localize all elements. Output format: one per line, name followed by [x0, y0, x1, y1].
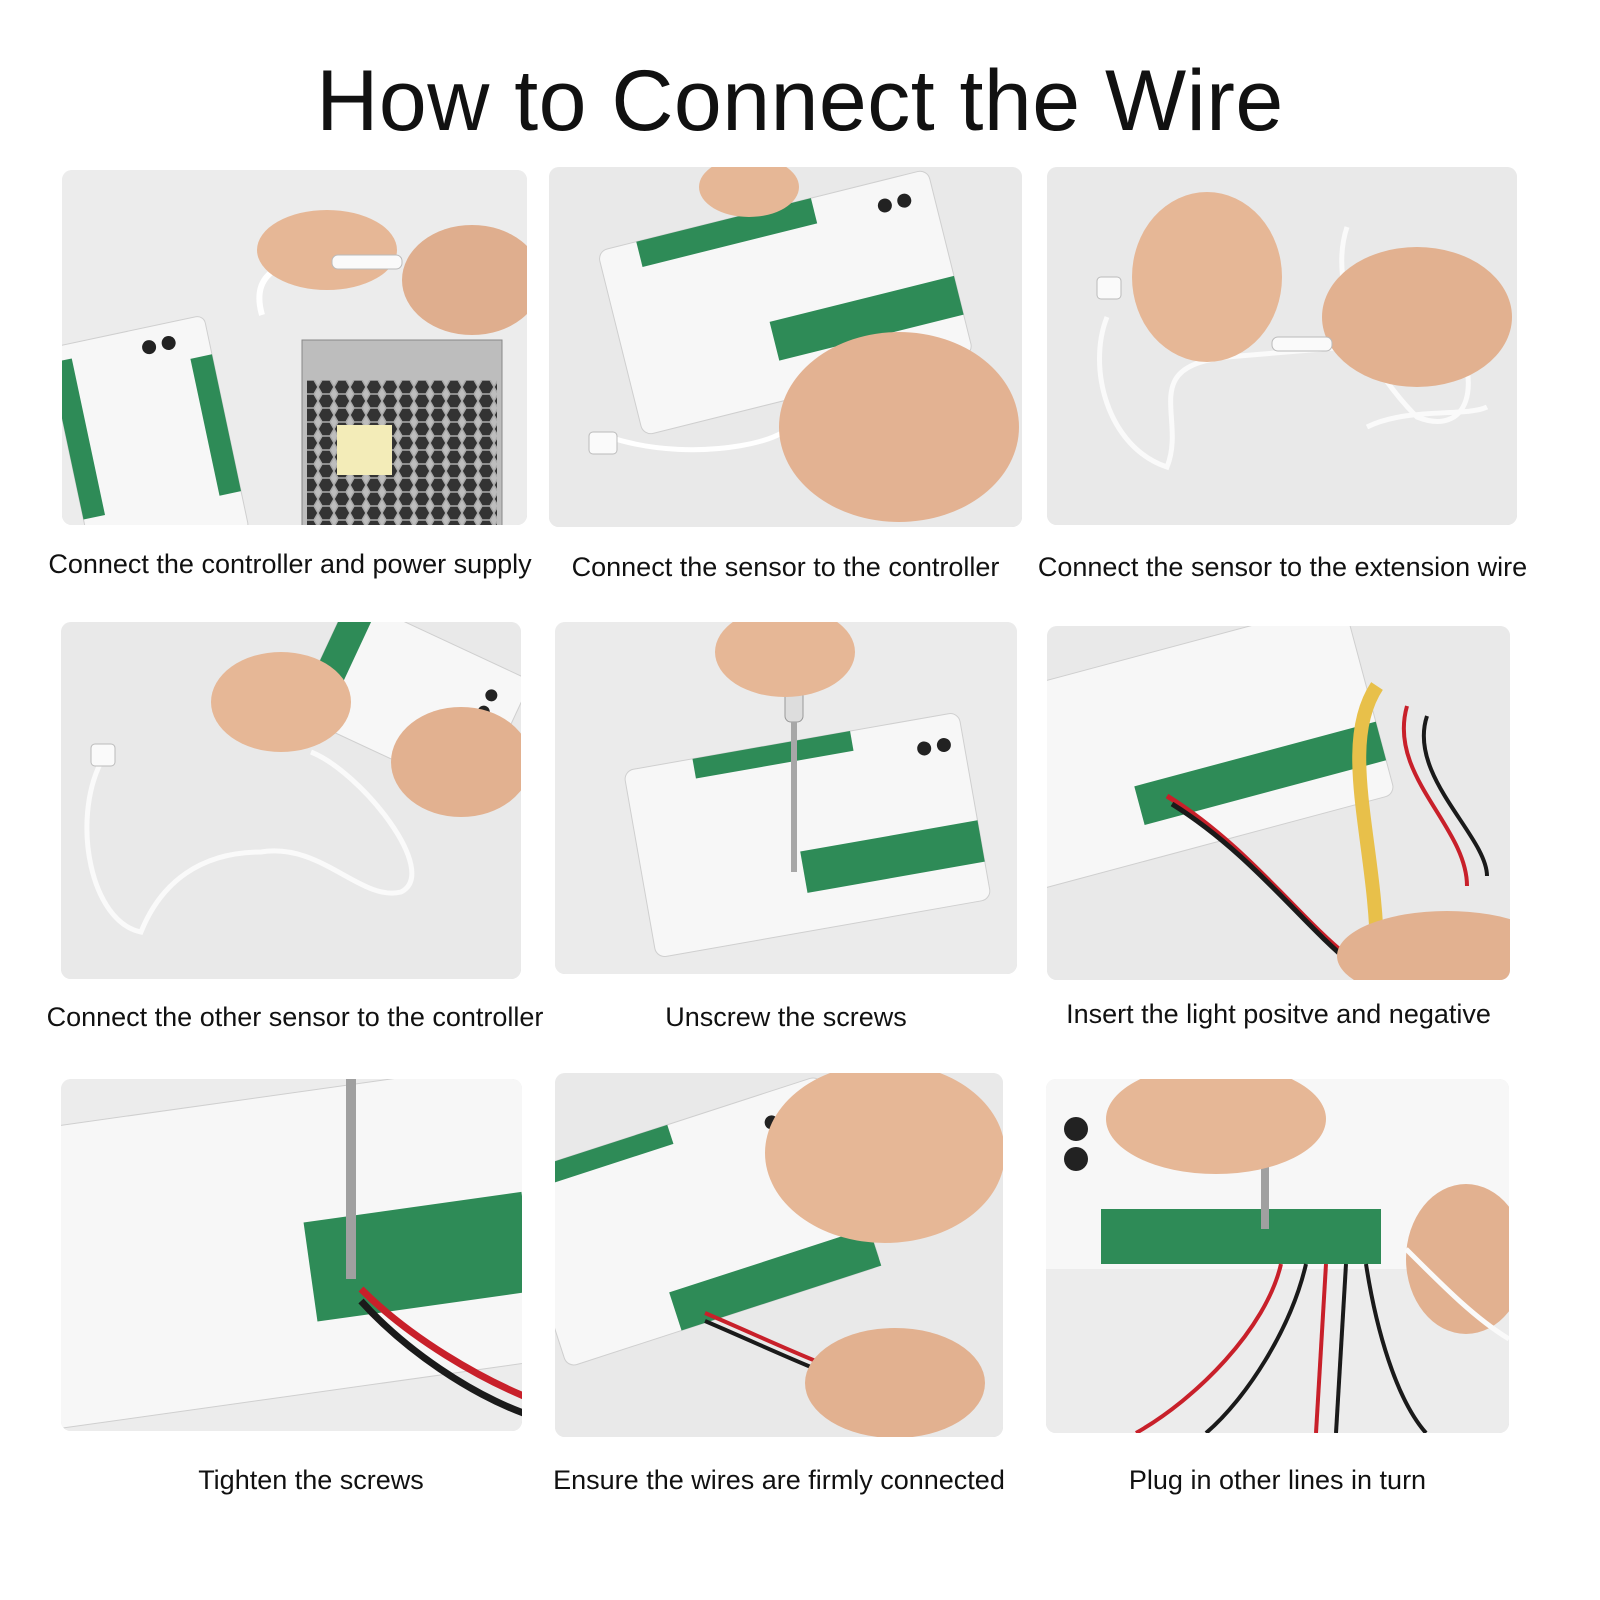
page-title: How to Connect the Wire	[316, 53, 1284, 149]
step-9-caption: Plug in other lines in turn	[1128, 1465, 1427, 1495]
step-3-caption: Connect the sensor to the extension wire	[1037, 552, 1528, 582]
step-9-photo	[1046, 1079, 1509, 1433]
step-2-photo	[549, 167, 1022, 527]
step-9-illustration	[1046, 1079, 1509, 1433]
step-1-caption: Connect the controller and power supply	[48, 549, 532, 579]
step-7-photo	[61, 1079, 522, 1431]
step-2-illustration	[549, 167, 1022, 527]
step-1-illustration	[62, 170, 527, 525]
step-5-illustration	[555, 622, 1017, 974]
step-8-caption: Ensure the wires are firmly connected	[553, 1465, 1005, 1495]
step-2-caption: Connect the sensor to the controller	[571, 552, 1000, 582]
step-6-caption: Insert the light positve and negative	[1066, 999, 1491, 1029]
step-5-caption: Unscrew the screws	[665, 1002, 907, 1032]
step-3-illustration	[1047, 167, 1517, 525]
step-7-illustration	[61, 1079, 522, 1431]
step-7-caption: Tighten the screws	[198, 1465, 424, 1495]
step-4-illustration	[61, 622, 521, 979]
step-4-caption: Connect the other sensor to the controll…	[46, 1002, 544, 1032]
step-8-illustration	[555, 1073, 1003, 1437]
step-6-photo	[1047, 626, 1510, 980]
step-1-photo	[62, 170, 527, 525]
step-6-illustration	[1047, 626, 1510, 980]
step-8-photo	[555, 1073, 1003, 1437]
step-5-photo	[555, 622, 1017, 974]
step-3-photo	[1047, 167, 1517, 525]
step-4-photo	[61, 622, 521, 979]
